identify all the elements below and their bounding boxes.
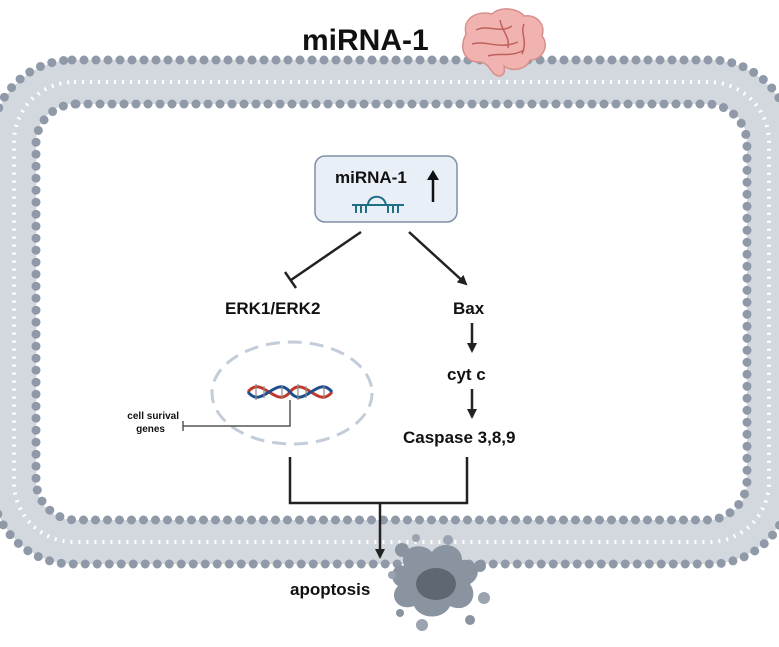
mirna-hairpin-icon — [352, 195, 404, 213]
inhibition-to-genes — [182, 400, 291, 431]
mirna-box — [314, 155, 458, 223]
inhibition-arrow-erk — [283, 230, 362, 289]
apoptotic-cell-icon — [388, 534, 490, 631]
erk-label: ERK1/ERK2 — [225, 299, 321, 318]
nucleus — [210, 340, 374, 446]
mirna-box-label: miRNA-1 — [335, 168, 407, 187]
bax-label: Bax — [453, 299, 485, 318]
up-arrow-icon — [427, 170, 439, 202]
dna-helix-icon — [246, 384, 334, 400]
brain-icon — [462, 8, 546, 77]
apoptosis-label: apoptosis — [290, 580, 371, 599]
genes-line-2: genes — [136, 424, 165, 435]
arrow-to-bax — [408, 231, 468, 286]
merge-connector — [288, 457, 469, 559]
diagram-title: miRNA-1 — [302, 24, 429, 57]
cytc-label: cyt c — [447, 365, 486, 384]
cell-survival-genes-label: cell surival genes — [111, 410, 179, 436]
cell-membrane — [0, 55, 779, 569]
genes-line-1: cell surival — [127, 411, 179, 422]
caspase-label: Caspase 3,8,9 — [403, 428, 516, 447]
